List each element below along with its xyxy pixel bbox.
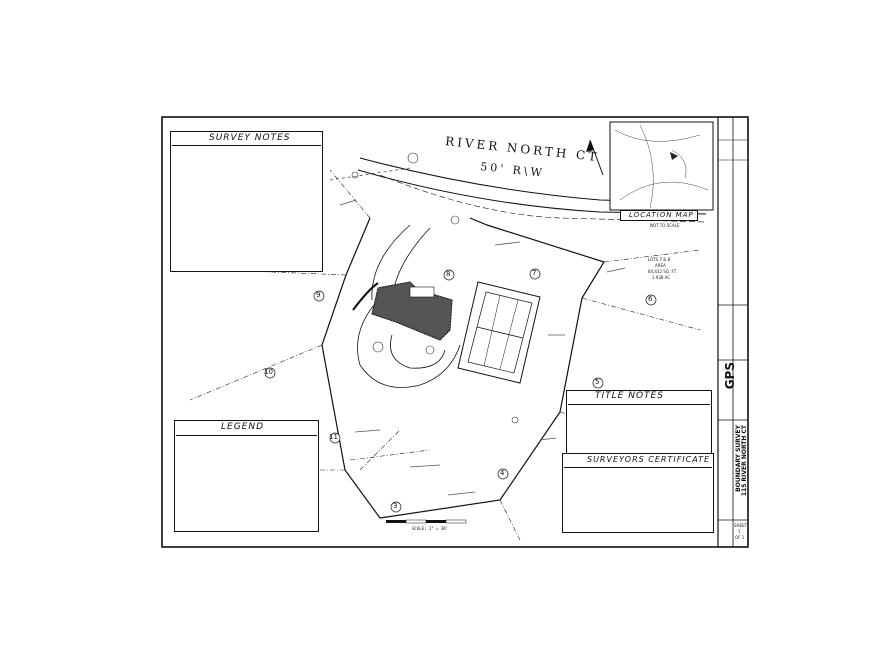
company-logo: GPS	[723, 362, 737, 390]
survey-notes-box: SURVEY NOTES	[170, 131, 323, 272]
lot-number: 10	[264, 368, 273, 376]
lot-number: 4	[500, 469, 505, 477]
project-address: 115 RIVER NORTH CT	[741, 425, 748, 497]
sheet-number: 1	[738, 529, 741, 534]
title-notes-title: TITLE NOTES	[595, 391, 664, 401]
lot-number: 3	[393, 502, 398, 510]
scale-bar	[386, 519, 467, 524]
lot-number: 7	[532, 269, 537, 277]
location-map-subtitle: NOT TO SCALE	[650, 223, 680, 228]
surveyors-certificate-title: SURVEYORS CERTIFICATE	[587, 455, 711, 464]
surveyors-certificate-box: SURVEYORS CERTIFICATE	[562, 453, 714, 533]
sheet-of: OF 1	[735, 535, 745, 540]
area-label: AREA	[655, 263, 666, 268]
house-footprint	[371, 281, 453, 341]
lot-number: 8	[446, 270, 451, 278]
location-map-title: LOCATION MAP	[629, 211, 694, 219]
sheet-label: SHEET	[734, 523, 748, 528]
lot-number: 11	[329, 433, 338, 441]
legend-title: LEGEND	[221, 422, 265, 432]
tennis-court	[457, 281, 541, 384]
survey-notes-title: SURVEY NOTES	[209, 133, 291, 143]
lot-number: 9	[316, 291, 321, 299]
scale-label: SCALE: 1" = 30'	[412, 526, 449, 531]
area-sqft: 84,432 SQ. FT.	[648, 269, 677, 274]
legend-box: LEGEND	[174, 420, 319, 532]
location-map-title-box: LOCATION MAP	[620, 210, 698, 221]
lot-number: 6	[648, 295, 653, 303]
north-arrow	[586, 139, 604, 176]
area-lots: LOTS 7 & 8	[648, 257, 671, 262]
lot-number: 5	[595, 378, 600, 386]
title-notes-box: TITLE NOTES	[566, 390, 712, 456]
area-acres: 1.938 AC	[652, 275, 671, 280]
